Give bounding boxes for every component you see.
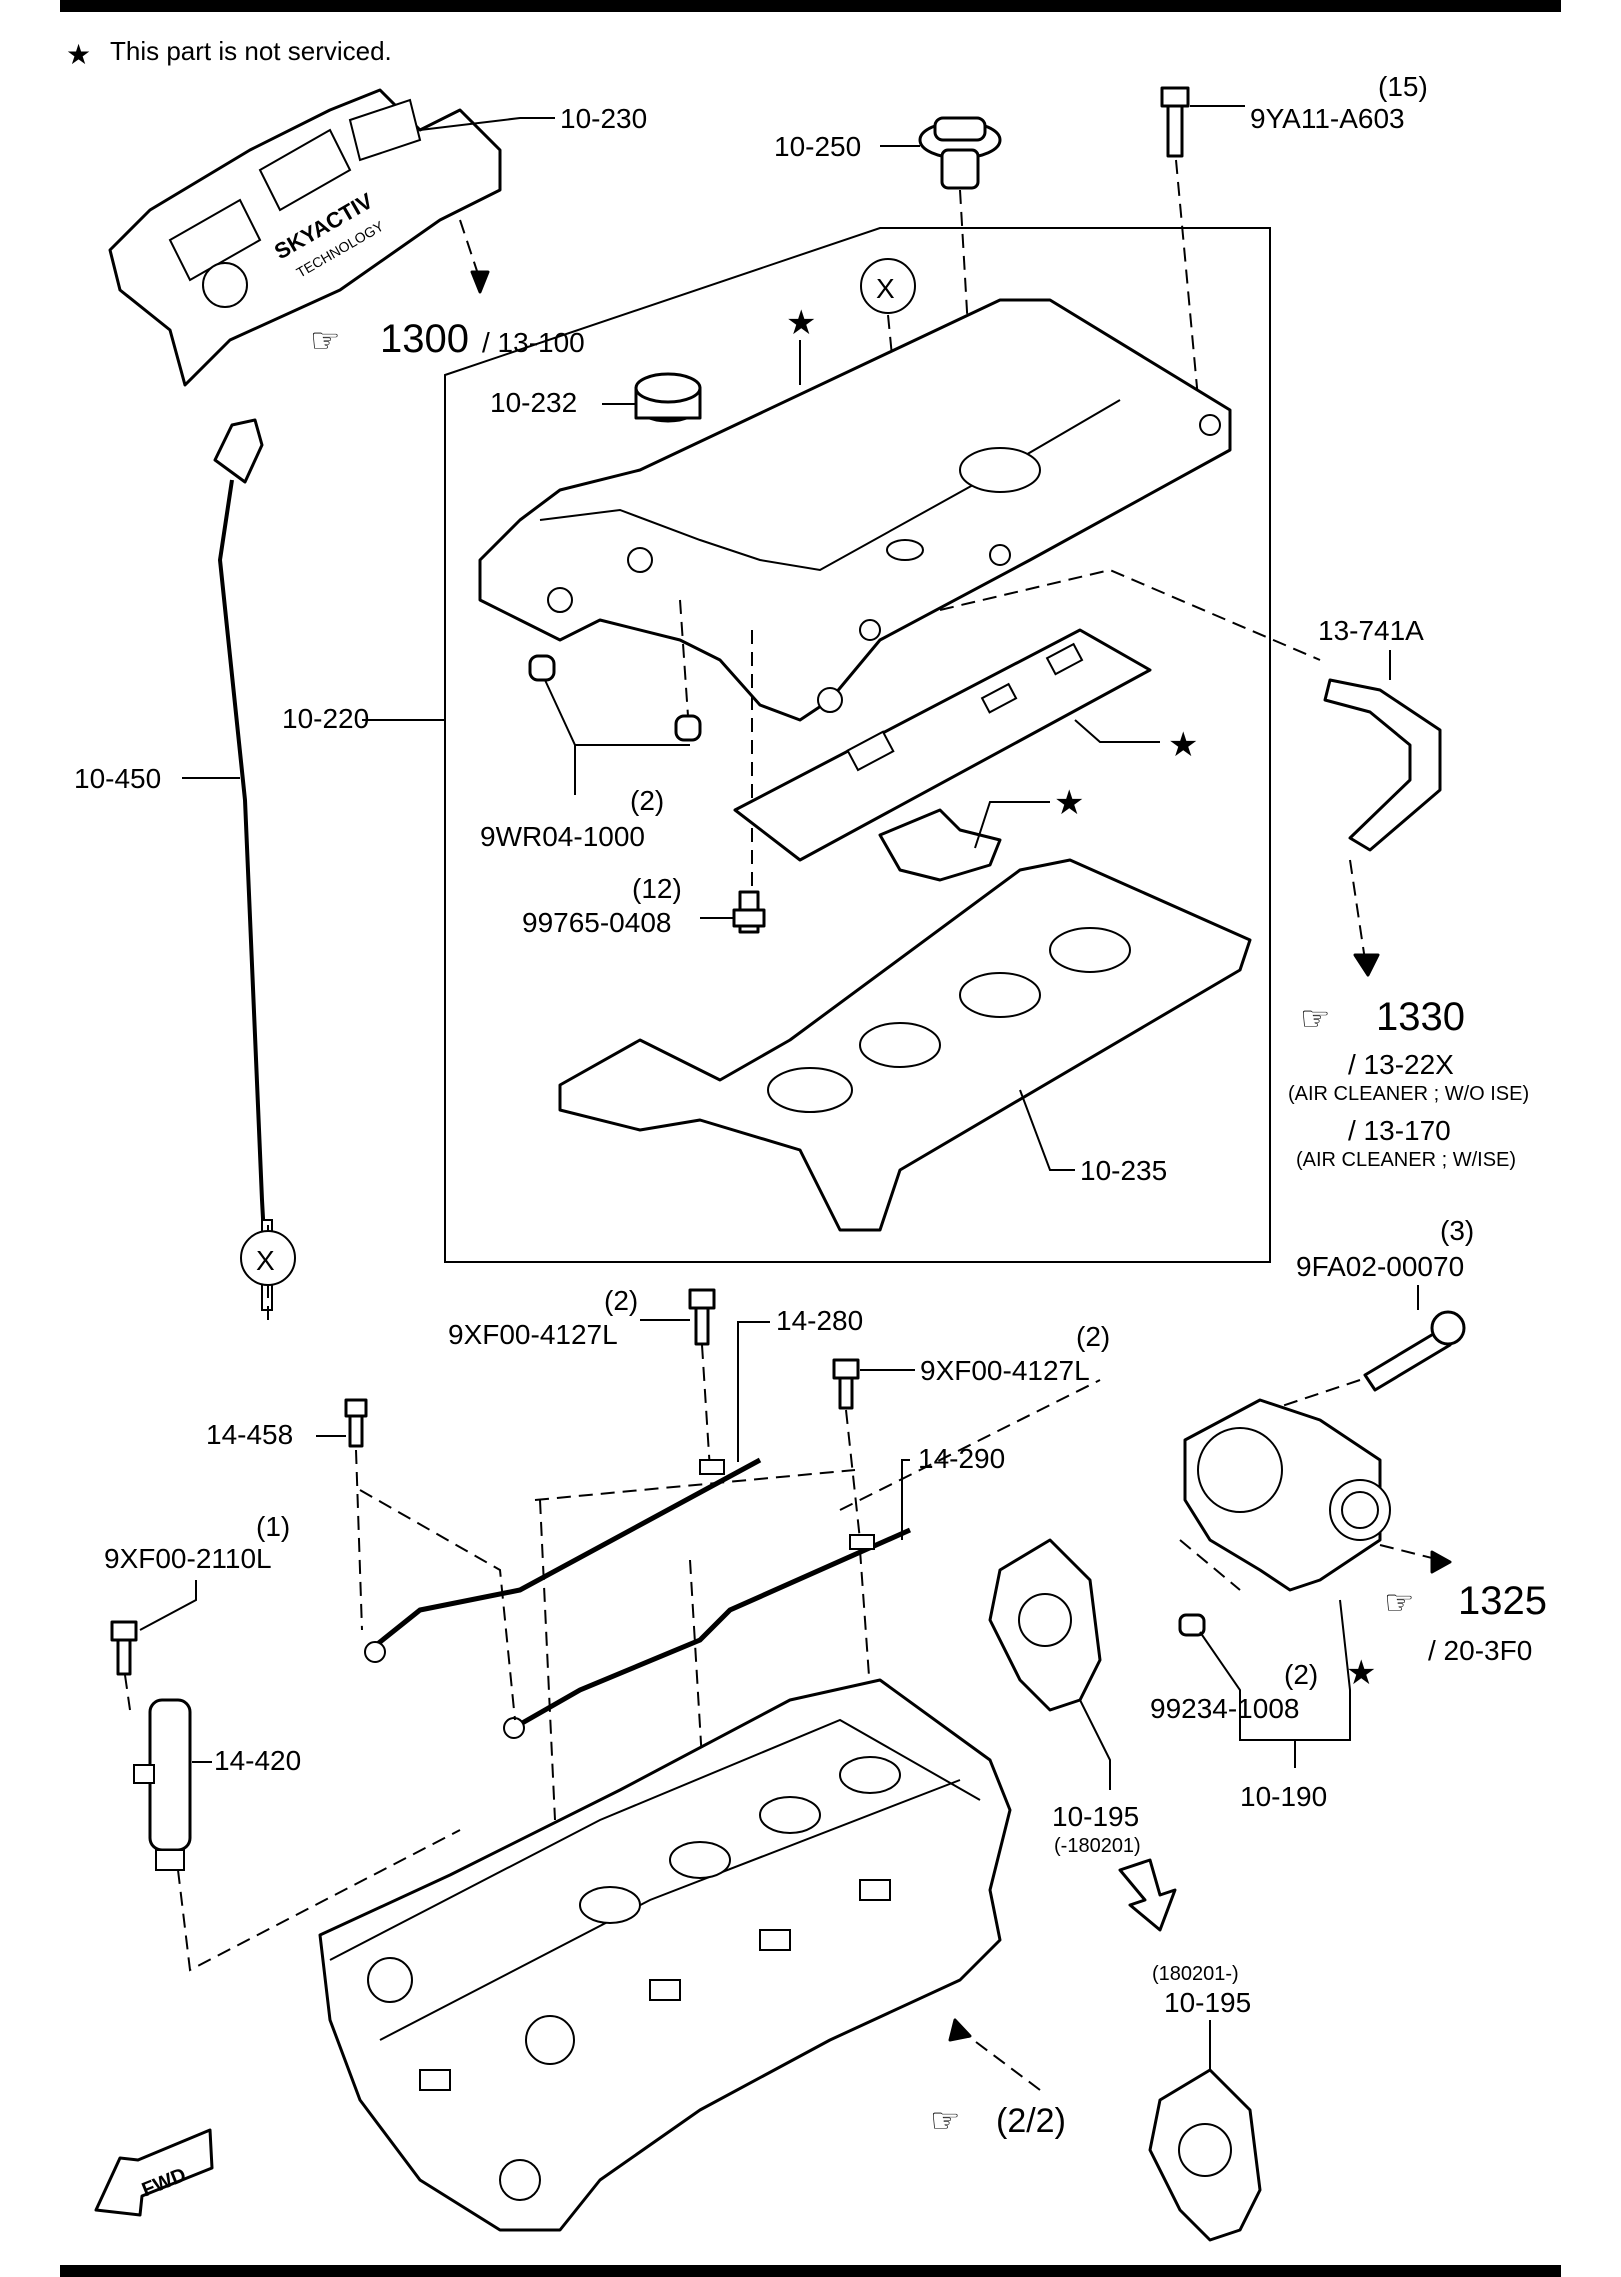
label-bolt-9xf00-b-qty: (2) <box>1076 1321 1110 1352</box>
star-icon: ★ <box>786 304 816 342</box>
label-14-458: 14-458 <box>206 1419 293 1450</box>
bottom-border-bar <box>60 2265 1561 2277</box>
ref-1330-link[interactable]: ☞ 1330 / 13-22X (AIR CLEANER ; W/O ISE) … <box>1288 995 1529 1171</box>
bolt-99765-part[interactable] <box>732 890 766 934</box>
ref-1330-sub1: / 13-22X <box>1348 1049 1454 1080</box>
pointing-hand-icon: ☞ <box>1300 1000 1330 1038</box>
label-9fa02: 9FA02-00070 <box>1296 1251 1464 1282</box>
star-icon: ★ <box>1168 726 1198 764</box>
marker-x-bottom: X <box>240 1230 296 1286</box>
label-grommet-qty: (2) <box>630 785 664 816</box>
ref-1330-number: 1330 <box>1376 995 1465 1039</box>
fwd-arrow-icon: FWD <box>94 2128 214 2217</box>
star-icon: ★ <box>1346 1654 1376 1692</box>
ref-1330-sub2: / 13-170 <box>1348 1115 1451 1146</box>
legend-star-icon: ★ <box>66 39 91 70</box>
baffle-plate-part[interactable] <box>733 628 1152 862</box>
gasket-10-195-upper-part[interactable] <box>988 1538 1102 1712</box>
dowel-pin-part[interactable] <box>1178 1613 1206 1637</box>
label-bolt-15-qty: (15) <box>1378 71 1428 102</box>
label-10-195-a: 10-195 <box>1052 1801 1139 1832</box>
dipstick-part[interactable] <box>213 418 273 1311</box>
label-14-280: 14-280 <box>776 1305 863 1336</box>
legend-text: This part is not serviced. <box>110 36 392 66</box>
ref-1300-link[interactable]: ☞ 1300 / 13-100 <box>310 317 585 361</box>
label-99765: 99765-0408 <box>522 907 671 938</box>
label-10-195-a-note: (-180201) <box>1054 1835 1141 1857</box>
pointing-hand-icon: ☞ <box>1384 1584 1414 1622</box>
ref-1330-sub2-note: (AIR CLEANER ; W/ISE) <box>1296 1149 1516 1171</box>
label-9xf00-2110: 9XF00-2110L <box>104 1543 272 1574</box>
bolt-9fa02-part[interactable] <box>1363 1310 1466 1392</box>
ref-1325-sub: / 20-3F0 <box>1428 1635 1532 1666</box>
grommet-9wr04-part[interactable] <box>528 654 702 742</box>
bolt-9xf00-2110-part[interactable] <box>110 1620 138 1676</box>
bolt-9ya11-part[interactable] <box>1160 86 1190 158</box>
label-14-290: 14-290 <box>918 1443 1005 1474</box>
marker-x-top: X <box>860 258 916 314</box>
gasket-10-195-lower-part[interactable] <box>1148 2068 1262 2242</box>
label-10-220: 10-220 <box>282 703 369 734</box>
label-10-190: 10-190 <box>1240 1781 1327 1812</box>
label-10-450: 10-450 <box>74 763 161 794</box>
oil-pipe-14-290-part[interactable] <box>503 1527 912 1739</box>
label-10-232: 10-232 <box>490 387 577 418</box>
label-10-250: 10-250 <box>774 131 861 162</box>
ref-1325-number: 1325 <box>1458 1579 1547 1623</box>
label-9xf00-b: 9XF00-4127L <box>920 1355 1090 1386</box>
label-bolt-9xf00-a-qty: (2) <box>604 1285 638 1316</box>
pointing-hand-icon: ☞ <box>930 2102 960 2140</box>
top-border-bar <box>60 0 1561 12</box>
small-gasket-part[interactable] <box>878 808 1002 882</box>
label-10-230: 10-230 <box>560 103 647 134</box>
ref-1330-sub1-note: (AIR CLEANER ; W/O ISE) <box>1288 1083 1529 1105</box>
label-9xf00-a: 9XF00-4127L <box>448 1319 618 1350</box>
label-10-195-b-note: (180201-) <box>1152 1963 1239 1985</box>
ref-1325-link[interactable]: ☞ 1325 / 20-3F0 <box>1384 1579 1547 1666</box>
pcv-hose-part[interactable] <box>1323 678 1442 852</box>
thermostat-housing-part[interactable] <box>1183 1398 1391 1592</box>
oil-pipe-14-280-part[interactable] <box>364 1457 762 1663</box>
oil-control-valve-part[interactable] <box>133 1698 192 1871</box>
ref-1300-number: 1300 <box>380 317 469 361</box>
label-10-235: 10-235 <box>1080 1155 1167 1186</box>
star-icon: ★ <box>1054 784 1084 822</box>
label-9ya11: 9YA11-A603 <box>1250 103 1405 134</box>
part-14-458[interactable] <box>344 1398 368 1448</box>
transition-arrow-icon <box>1118 1858 1177 1932</box>
label-9wr04: 9WR04-1000 <box>480 821 645 852</box>
ref-2-2-link[interactable]: ☞ (2/2) <box>930 2102 1066 2140</box>
pointing-hand-icon: ☞ <box>310 322 340 360</box>
label-99234: 99234-1008 <box>1150 1693 1299 1724</box>
seal-10-232-part[interactable] <box>634 372 702 423</box>
label-13-741a: 13-741A <box>1318 615 1424 646</box>
oil-filler-cap-part[interactable] <box>918 116 1002 190</box>
ref-2-2-text: (2/2) <box>996 2102 1066 2140</box>
bolt-9xf00-a-part[interactable] <box>688 1288 716 1346</box>
cylinder-head-part[interactable] <box>318 1678 1012 2232</box>
label-bolt-12-qty: (12) <box>632 873 682 904</box>
bolt-9xf00-b-part[interactable] <box>832 1358 860 1410</box>
label-14-420: 14-420 <box>214 1745 301 1776</box>
label-10-195-b: 10-195 <box>1164 1987 1251 2018</box>
label-bolt-9fa02-qty: (3) <box>1440 1215 1474 1246</box>
cylinder-head-cover-part[interactable] <box>478 298 1232 722</box>
ref-1300-sub: / 13-100 <box>482 327 585 358</box>
svg-text:X: X <box>876 273 895 304</box>
head-cover-group-frame <box>444 227 1271 1263</box>
label-pin-qty: (2) <box>1284 1659 1318 1690</box>
svg-text:X: X <box>256 1245 275 1276</box>
head-cover-gasket-part[interactable] <box>558 858 1252 1232</box>
label-bolt-2110-qty: (1) <box>256 1511 290 1542</box>
